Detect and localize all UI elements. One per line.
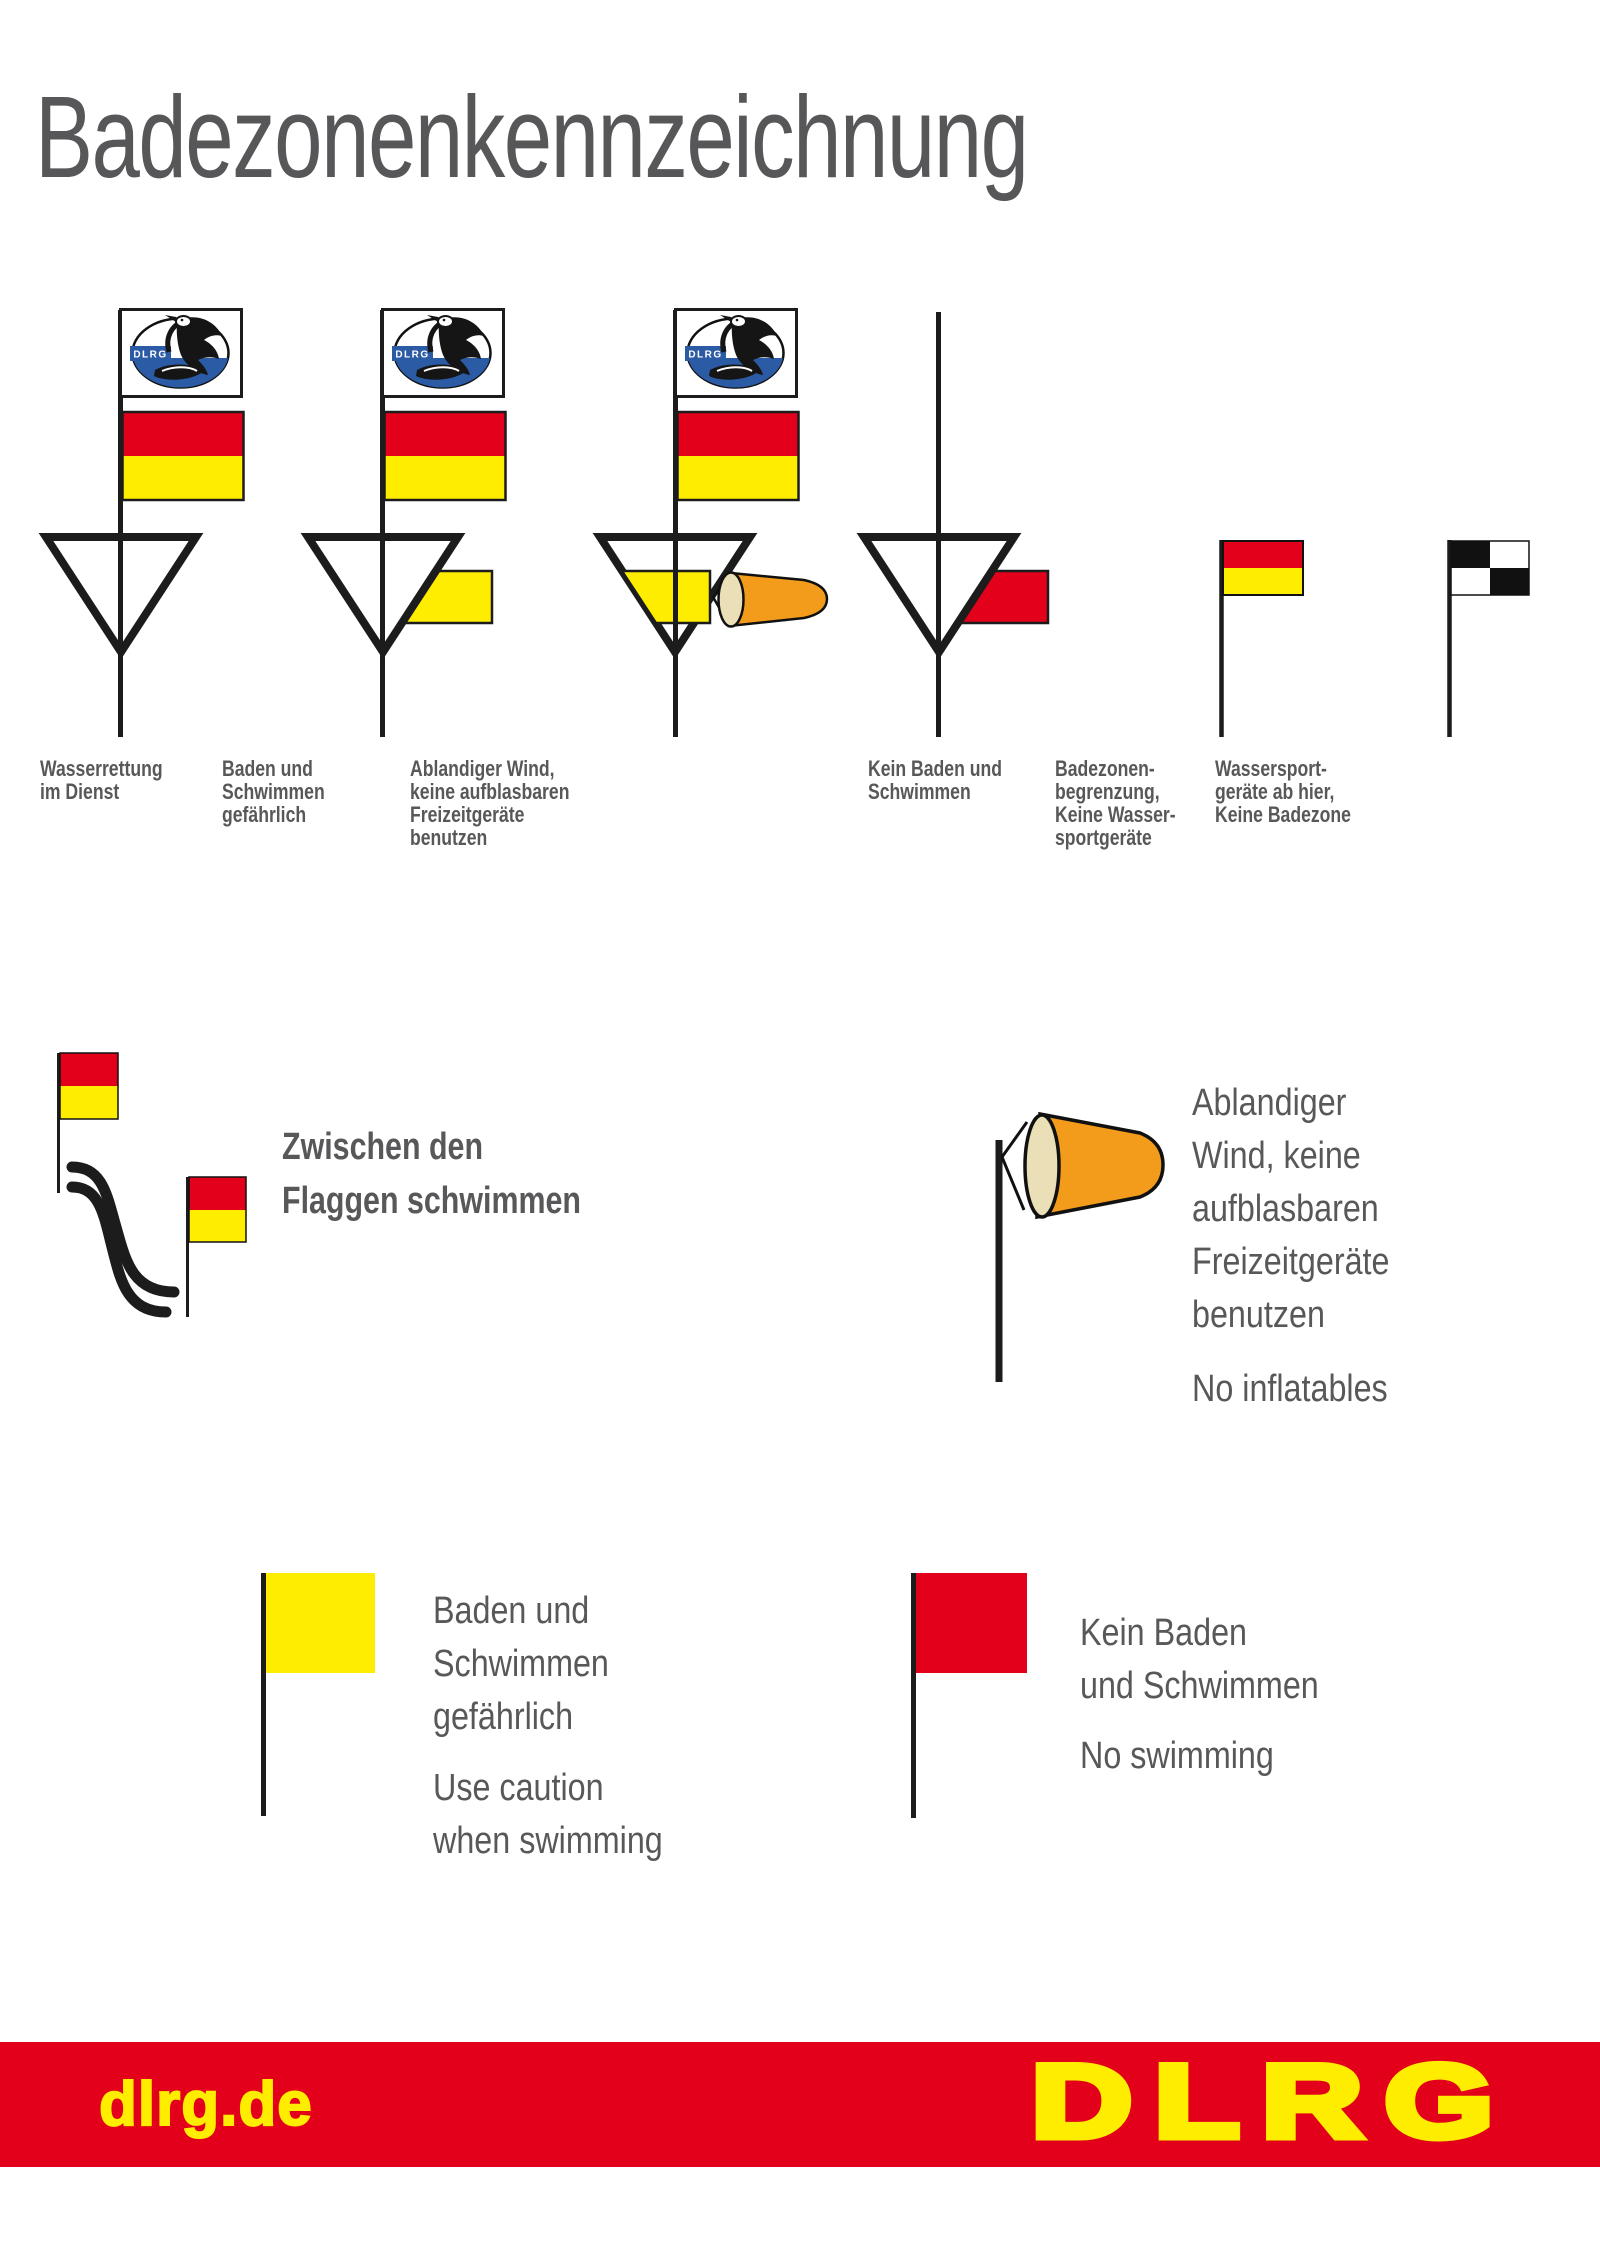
dlrg-logo: DLRG — [1026, 2041, 1516, 2164]
flagpole-kein-baden — [856, 312, 1050, 737]
red-yellow-flag-icon — [188, 1176, 247, 1243]
caption-ablandiger-wind: Ablandiger Wind, keine aufblasbaren Frei… — [410, 756, 570, 850]
caption-wasserrettung: Wasserrettung im Dienst — [40, 756, 163, 804]
yellow-flag-text-en: Use caution when swimming — [433, 1767, 663, 1862]
windsock-icon — [1000, 1111, 1165, 1220]
waves-icon — [66, 1161, 180, 1318]
flag-row-illustrations: DLRG — [38, 300, 1530, 737]
caption-kein-baden: Kein Baden und Schwimmen — [868, 756, 1002, 804]
windsock-text-en: No inflatables — [1192, 1368, 1388, 1410]
red-yellow-flag-icon — [59, 1052, 119, 1120]
yellow-flag-icon — [266, 1573, 375, 1673]
between-flags-text: Zwischen den Flaggen schwimmen — [282, 1126, 581, 1222]
flagpole-wasserrettung — [38, 310, 245, 737]
page-title: Badezonenkennzeichnung — [35, 72, 1029, 202]
footer-website: dlrg.de — [98, 2069, 313, 2140]
checkered-flag-icon — [1450, 540, 1530, 596]
red-yellow-small-flag-icon — [1222, 540, 1304, 596]
between-flags-illustration — [57, 1052, 247, 1318]
windsock-illustration — [995, 1111, 1165, 1382]
caption-baden-gefaehrlich: Baden und Schwimmen gefährlich — [222, 756, 325, 827]
windsock-text-de: Ablandiger Wind, keine aufblasbaren Frei… — [1192, 1082, 1390, 1336]
red-flag-text-en: No swimming — [1080, 1735, 1274, 1777]
caption-badezonenbegrenzung: Badezonen- begrenzung, Keine Wasser- spo… — [1055, 756, 1176, 850]
flagpole-badezonenbegrenzung — [1219, 540, 1304, 737]
red-flag-pole — [911, 1573, 916, 1818]
yellow-flag-pole — [261, 1573, 266, 1816]
yellow-flag-icon — [619, 569, 712, 625]
windsock-icon — [711, 571, 829, 628]
yellow-flag-text-de: Baden und Schwimmen gefährlich — [433, 1590, 609, 1738]
flagpole-wassersport — [1447, 540, 1530, 737]
red-flag-text-de: Kein Baden und Schwimmen — [1080, 1612, 1319, 1707]
red-flag-icon — [916, 1573, 1027, 1673]
footer-bar — [0, 2042, 1600, 2167]
caption-wassersport: Wassersport- geräte ab hier, Keine Badez… — [1215, 756, 1351, 827]
flagpole-ablandiger-wind — [592, 310, 829, 737]
flagpole-baden-gefaehrlich — [300, 310, 507, 737]
